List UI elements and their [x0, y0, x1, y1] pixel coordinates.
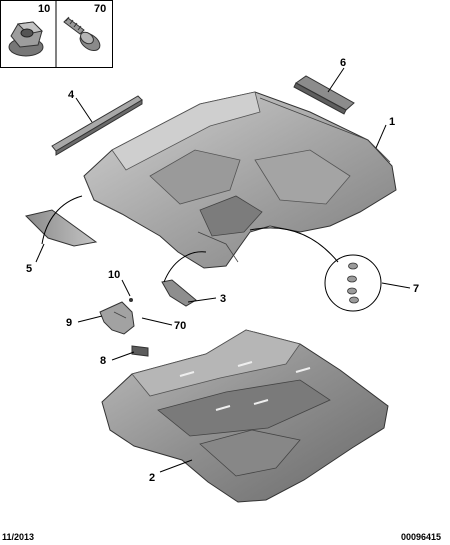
leader-5: [35, 243, 45, 263]
leader-8: [111, 351, 135, 361]
leader-3: [187, 297, 217, 303]
leader-6: [327, 67, 345, 93]
callout-10: 10: [108, 269, 120, 281]
fastener-group-7: [324, 254, 382, 312]
leader-70: [141, 317, 173, 326]
part-10-nut: [129, 298, 133, 302]
leader-9: [77, 315, 103, 323]
part-8-block: [131, 345, 149, 357]
callout-1: 1: [389, 116, 395, 128]
part-3-pad: [161, 279, 197, 307]
footer-date: 11/2013: [2, 532, 34, 542]
part-2-floor-carpet: [101, 329, 389, 503]
leader-10: [121, 279, 131, 297]
part-5-pad: [25, 209, 98, 247]
legend-ref-10: 10: [38, 3, 50, 15]
legend-ref-70: 70: [94, 3, 106, 15]
part-1-carpet: [83, 91, 397, 269]
indicator-arc-5: [41, 195, 83, 245]
part-4-strip: [51, 95, 143, 156]
hex-flange-nut-icon: [8, 21, 44, 57]
callout-8: 8: [100, 355, 106, 367]
leader-1: [375, 124, 387, 149]
leader-2: [159, 459, 193, 473]
indicator-arc-3: [163, 251, 207, 283]
callout-2: 2: [149, 472, 155, 484]
callout-4: 4: [68, 89, 75, 101]
indicator-arc-7: [249, 227, 339, 263]
callout-9: 9: [66, 317, 72, 329]
callout-5: 5: [26, 263, 32, 275]
callout-70: 70: [174, 320, 186, 332]
fastener-legend-box: 10 70: [0, 0, 113, 68]
callout-3: 3: [220, 293, 226, 305]
callout-6: 6: [340, 57, 346, 69]
part-6-strip: [293, 75, 355, 115]
callout-7: 7: [413, 283, 419, 295]
self-tapping-screw-icon: [63, 16, 101, 52]
footer-reference: 00096415: [401, 532, 441, 542]
leader-7: [381, 282, 411, 289]
part-9-bracket: [99, 298, 135, 335]
leader-4: [75, 97, 93, 123]
